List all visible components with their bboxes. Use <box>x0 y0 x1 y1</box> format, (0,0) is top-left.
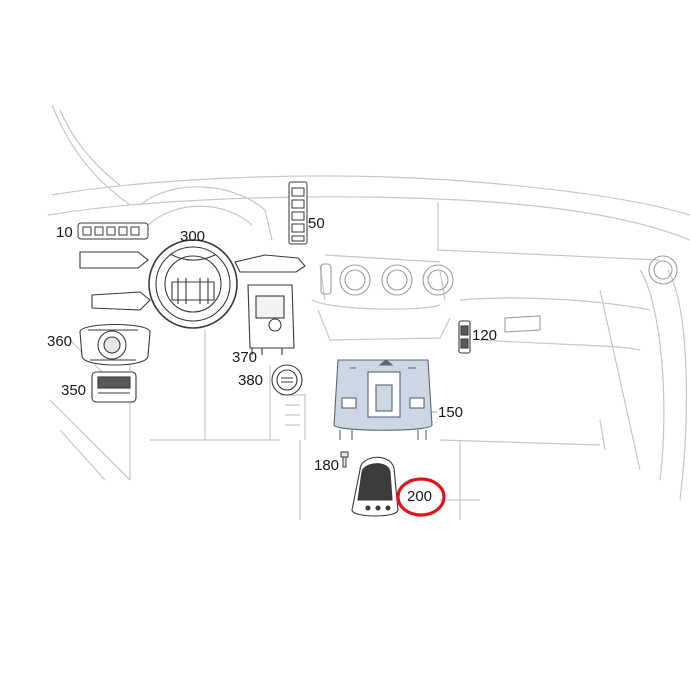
callout-370: 370 <box>232 349 258 366</box>
callout-200: 200 <box>407 488 433 505</box>
leader-lines <box>306 221 471 413</box>
callout-120: 120 <box>472 327 498 344</box>
callout-50: 50 <box>308 215 325 232</box>
part-380-push-button <box>271 364 303 396</box>
air-vents <box>320 255 678 333</box>
part-120-side-switch <box>458 320 471 354</box>
part-50-switch-strip <box>288 181 308 245</box>
callout-10: 10 <box>56 224 73 241</box>
callout-180: 180 <box>314 457 340 474</box>
part-360-light-switch <box>79 323 151 366</box>
part-200-selector-cover <box>351 456 399 517</box>
callout-150: 150 <box>438 404 464 421</box>
callout-380: 380 <box>238 372 264 389</box>
highlight-ring <box>396 477 446 517</box>
callout-360: 360 <box>47 333 73 350</box>
part-370-control-unit <box>247 284 295 355</box>
dashboard-outline <box>47 104 690 520</box>
part-350-panel <box>91 371 137 403</box>
callout-350: 350 <box>61 382 87 399</box>
callout-300: 300 <box>180 228 206 245</box>
part-180-bolt <box>340 451 349 468</box>
part-10-switch-panel <box>77 222 149 240</box>
part-150-center-console-panel <box>333 359 433 440</box>
part-300-steering-column-module <box>79 239 306 329</box>
